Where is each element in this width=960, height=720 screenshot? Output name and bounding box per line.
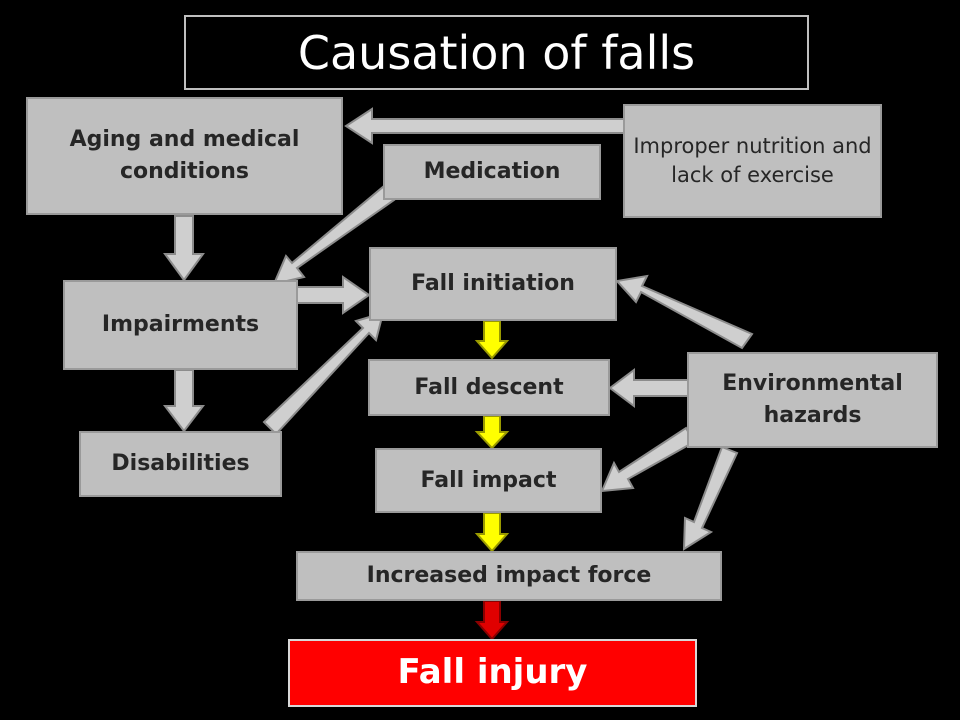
- arrow-disabilities-to-initiation: [262, 311, 385, 436]
- arrow-descent-to-impact: [474, 415, 510, 450]
- fall-injury-box: Fall injury: [288, 639, 697, 707]
- arrow-impact-to-force: [474, 512, 510, 553]
- arrow-env-to-force: [682, 445, 739, 551]
- arrow-impairments-to-disabilities: [162, 369, 206, 433]
- improper-nutrition-box: Improper nutrition and lack of exercise: [623, 104, 882, 218]
- fall-injury-label: Fall injury: [397, 652, 588, 693]
- medication-label: Medication: [423, 159, 561, 185]
- fall-impact-box: Fall impact: [375, 448, 602, 513]
- fall-initiation-box: Fall initiation: [369, 247, 617, 321]
- increased-impact-force-box: Increased impact force: [296, 551, 722, 601]
- aging-box: Aging and medical conditions: [26, 97, 343, 215]
- aging-label: Aging and medical conditions: [69, 127, 300, 184]
- impairments-box: Impairments: [63, 280, 298, 370]
- fall-initiation-label: Fall initiation: [411, 271, 575, 297]
- fall-impact-label: Fall impact: [420, 467, 557, 493]
- arrow-env-to-descent: [608, 368, 689, 408]
- arrow-improper-to-aging: [344, 107, 625, 145]
- arrow-aging-to-impairments: [163, 215, 205, 282]
- arrow-env-to-impact: [600, 426, 696, 493]
- disabilities-box: Disabilities: [79, 431, 282, 497]
- arrow-env-to-initiation: [615, 274, 754, 350]
- fall-descent-label: Fall descent: [414, 374, 564, 400]
- arrow-force-to-injury: [474, 600, 510, 641]
- environmental-hazards-label: Environmental hazards: [722, 371, 903, 428]
- title-box: Causation of falls: [184, 15, 809, 90]
- medication-box: Medication: [383, 144, 601, 200]
- increased-impact-force-label: Increased impact force: [366, 563, 652, 589]
- arrow-impairments-to-initiation: [296, 275, 371, 315]
- disabilities-label: Disabilities: [111, 451, 250, 477]
- impairments-label: Impairments: [101, 312, 260, 338]
- environmental-hazards-box: Environmental hazards: [687, 352, 938, 448]
- improper-nutrition-label: Improper nutrition and lack of exercise: [633, 133, 872, 187]
- fall-descent-box: Fall descent: [368, 359, 610, 416]
- page-title: Causation of falls: [297, 25, 696, 80]
- arrow-initiation-to-descent: [474, 320, 510, 360]
